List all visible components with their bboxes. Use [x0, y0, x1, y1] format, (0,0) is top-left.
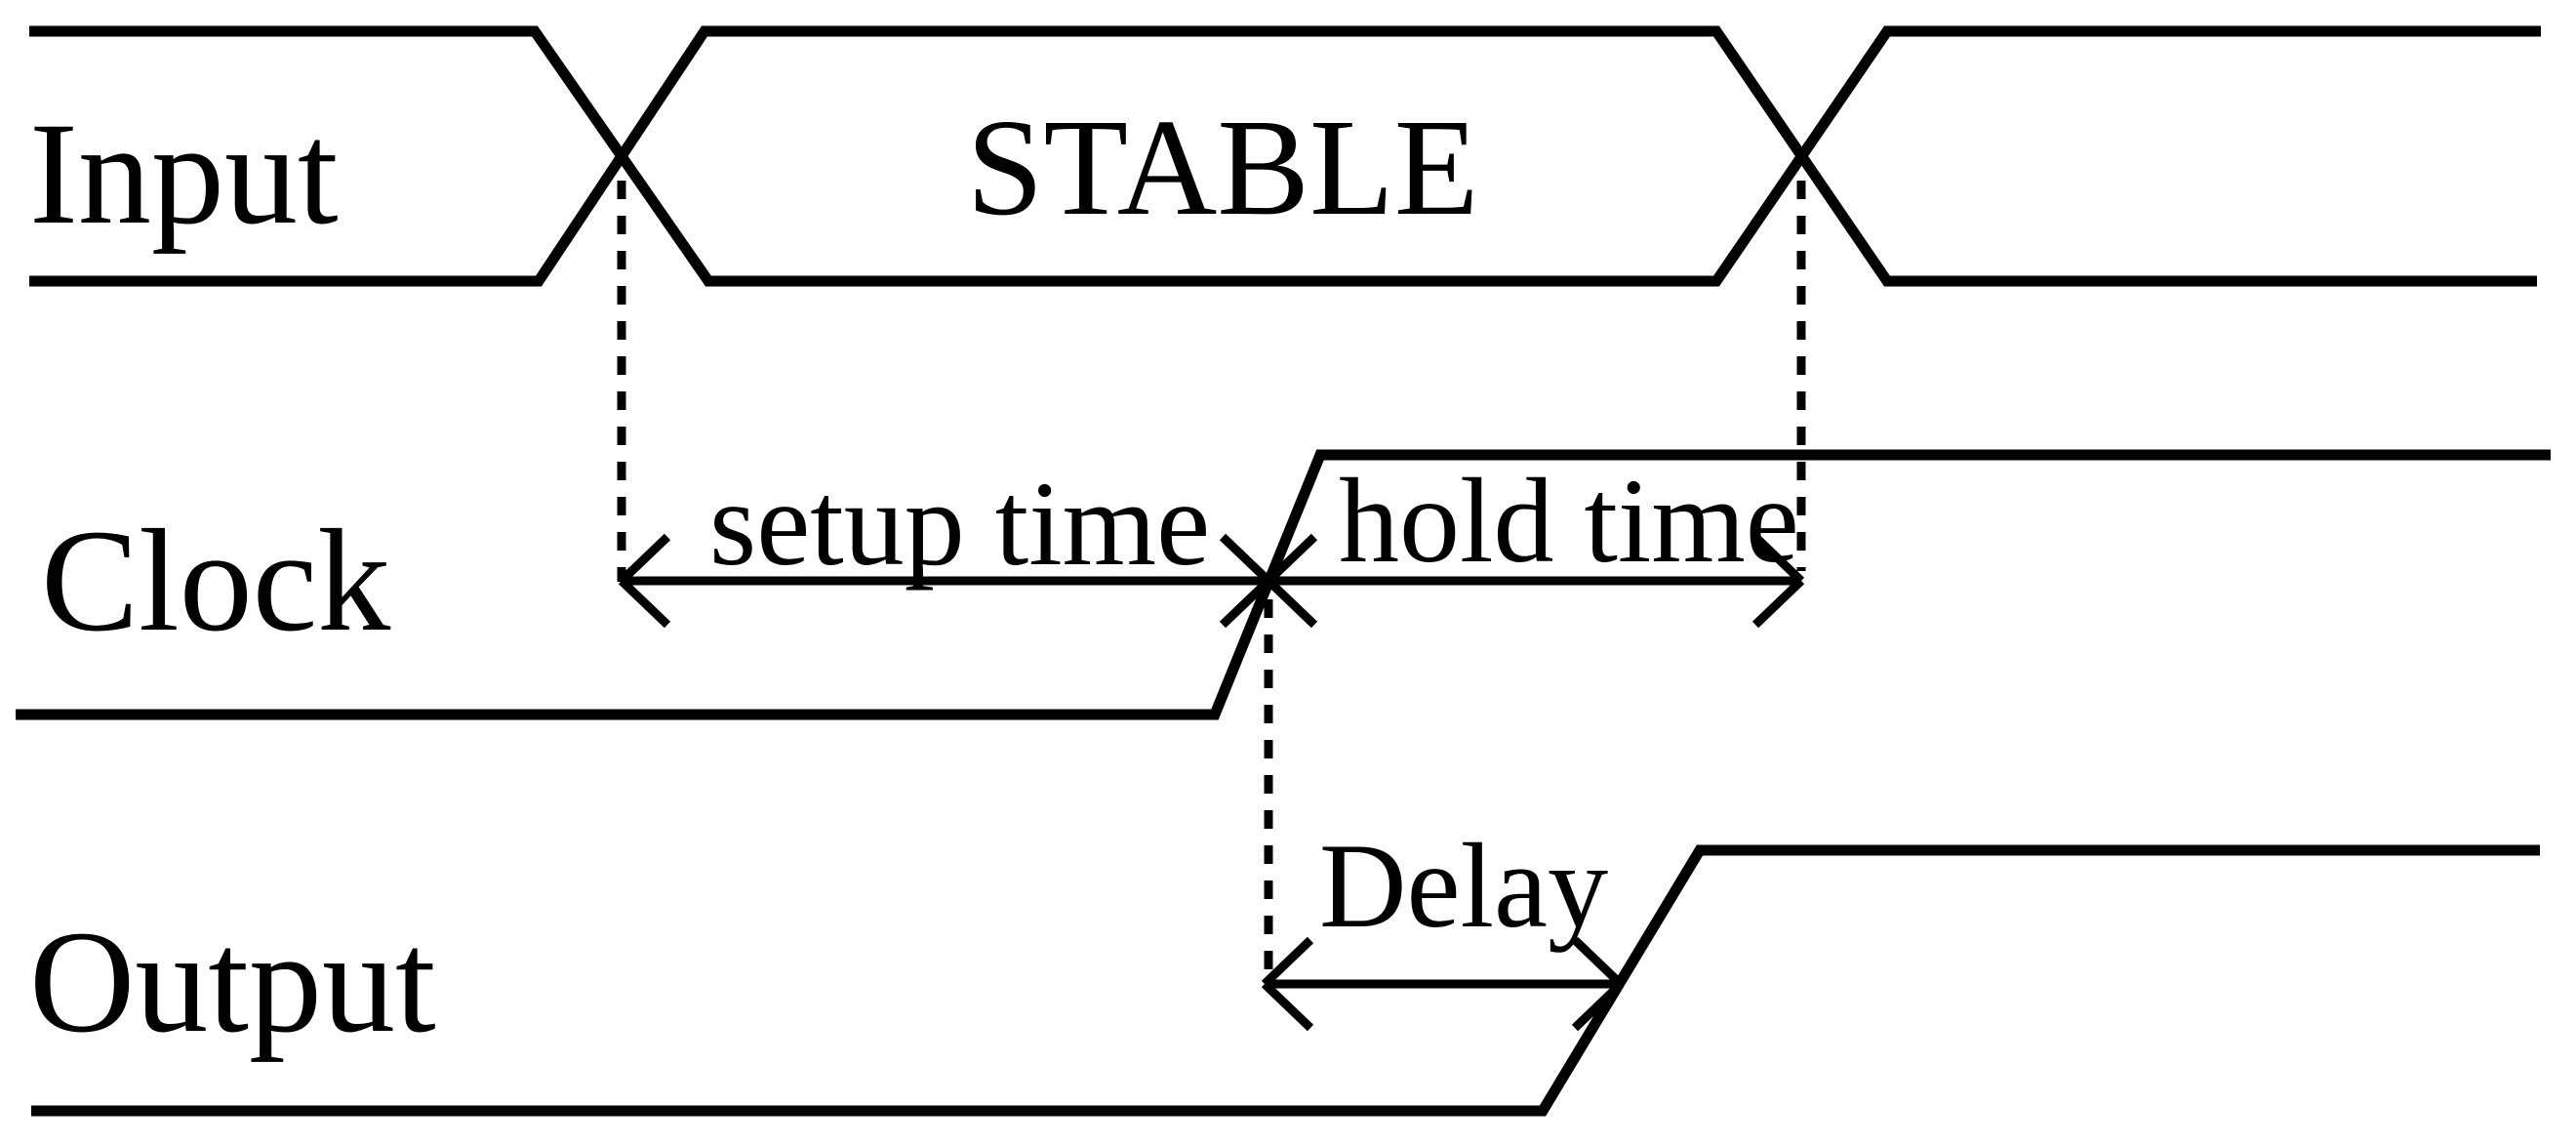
setup-time-annotation-label: setup time — [709, 457, 1210, 591]
hold-time-annotation-label: hold time — [1339, 454, 1799, 588]
setup-time-arrow — [618, 533, 1272, 629]
clock-signal-label: Clock — [41, 500, 390, 662]
delay-arrow — [1261, 936, 1625, 1032]
hold-time-arrow — [1265, 533, 1805, 629]
stable-bus-value-label: STABLE — [966, 90, 1478, 244]
input-signal-label: Input — [29, 93, 339, 255]
input-waveform — [29, 25, 2541, 287]
output-signal-label: Output — [29, 901, 436, 1063]
delay-annotation-label: Delay — [1319, 819, 1608, 953]
